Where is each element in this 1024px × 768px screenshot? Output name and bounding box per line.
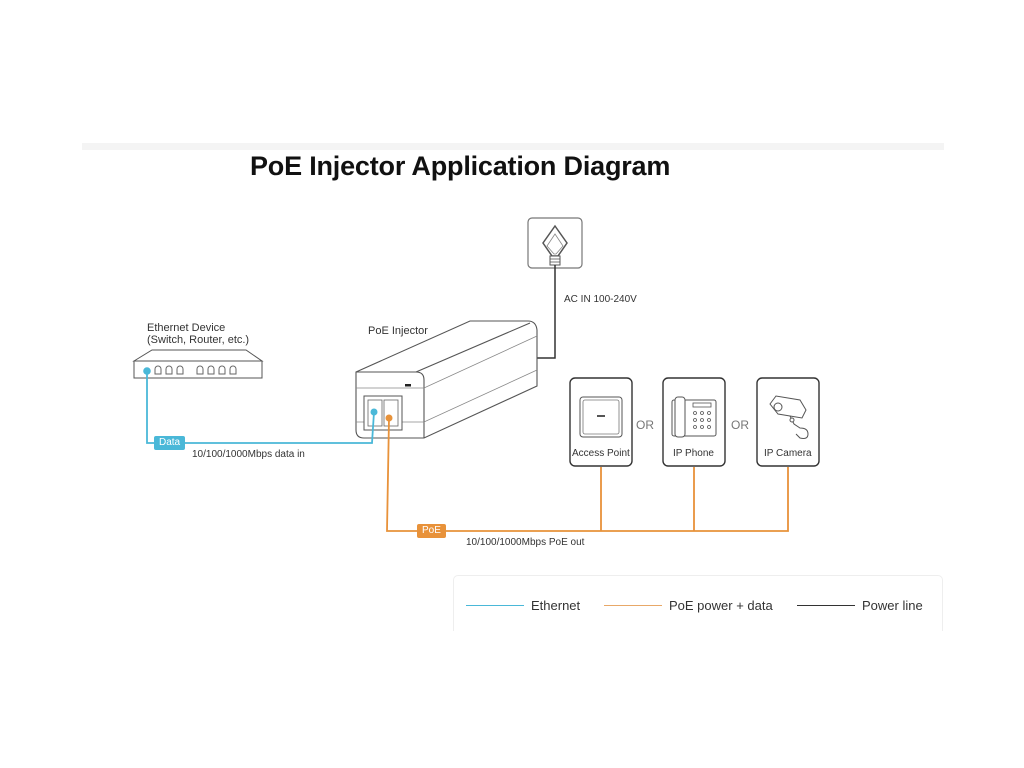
legend-label: PoE power + data — [669, 598, 773, 613]
data-badge: Data — [154, 436, 186, 450]
poe-line — [386, 417, 789, 532]
legend-item-power: Power line — [797, 598, 923, 613]
ac-input-label: AC IN 100-240V — [564, 294, 637, 305]
ip-phone-label: IP Phone — [673, 448, 714, 459]
diagram-title: PoE Injector Application Diagram — [250, 151, 671, 181]
legend — [453, 575, 943, 631]
data-in-label: 10/100/1000Mbps data in — [192, 449, 305, 460]
ip-camera-label: IP Camera — [764, 448, 812, 459]
ip-phone-icon — [671, 396, 717, 438]
ethernet-device-label-line2: (Switch, Router, etc.) — [147, 334, 250, 346]
ethernet-line — [146, 371, 375, 444]
power-outlet-icon — [527, 217, 583, 269]
power-line-swatch — [797, 604, 855, 607]
poe-injector-icon — [355, 320, 538, 439]
power-line — [537, 265, 556, 359]
poe-out-label: 10/100/1000Mbps PoE out — [466, 537, 585, 548]
poe-injector-label: PoE Injector — [368, 325, 428, 337]
legend-item-ethernet: Ethernet — [466, 598, 580, 613]
or-separator-1: OR — [636, 418, 654, 432]
access-point-icon — [579, 396, 623, 438]
ip-camera-icon — [769, 395, 809, 439]
header-divider — [82, 143, 944, 150]
legend-label: Ethernet — [531, 598, 581, 613]
ethernet-switch-icon — [132, 349, 264, 379]
legend-item-poe: PoE power + data — [604, 598, 773, 613]
access-point-label: Access Point — [572, 448, 630, 459]
ethernet-device-label-line1: Ethernet Device — [147, 322, 226, 334]
poe-badge: PoE — [417, 524, 446, 538]
legend-label: Power line — [862, 598, 923, 613]
ethernet-line-swatch — [466, 604, 524, 607]
poe-line-swatch — [604, 604, 662, 607]
or-separator-2: OR — [731, 418, 749, 432]
